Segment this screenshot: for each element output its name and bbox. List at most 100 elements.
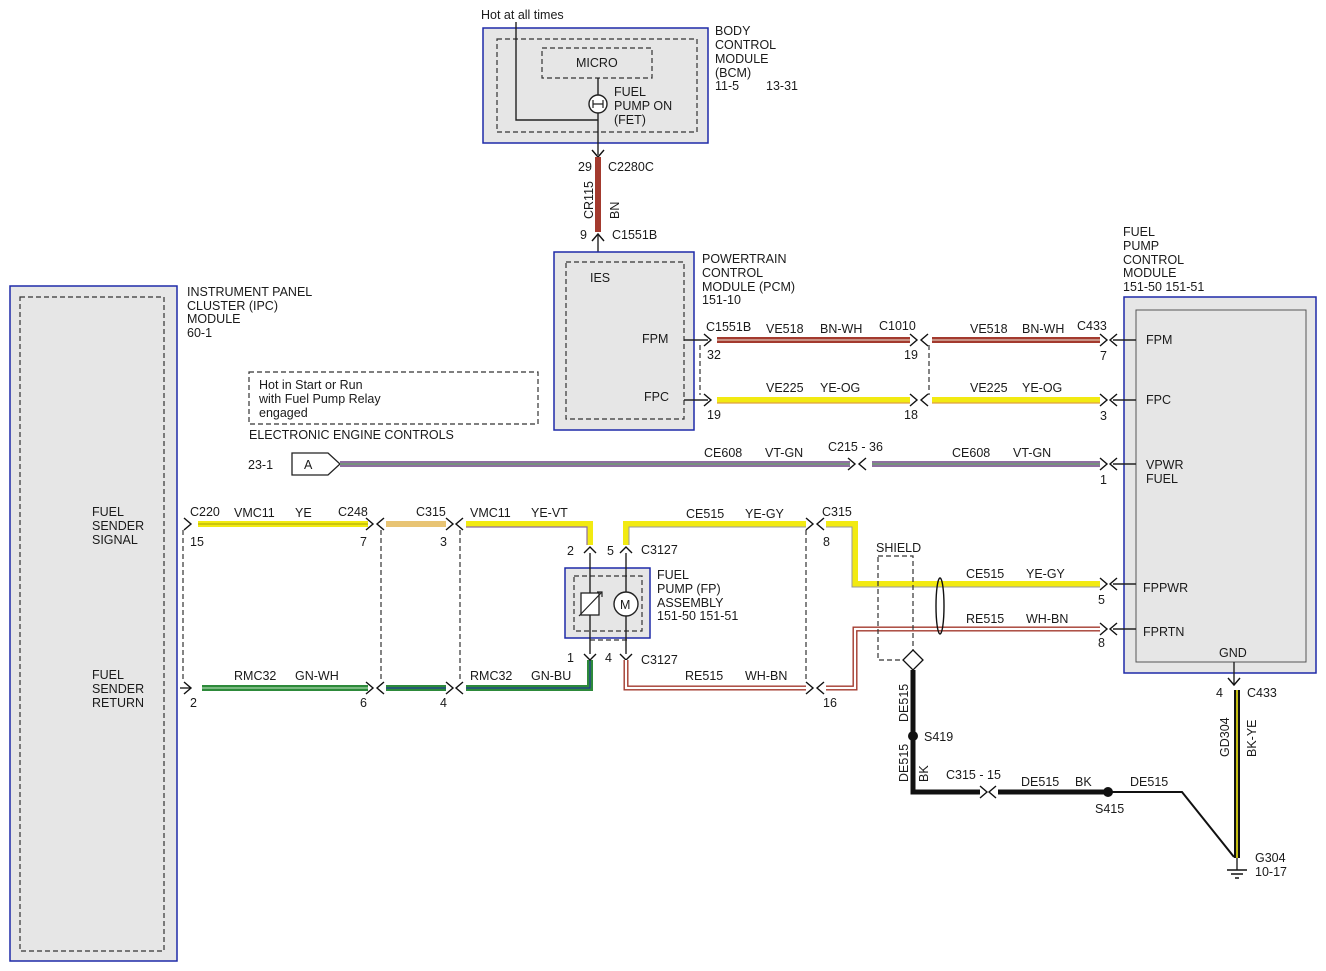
c433-vpwr-connector-icon [1099, 457, 1118, 471]
fpc-pin-18: 18 [904, 408, 918, 422]
c315-sig-connector-icon [445, 517, 464, 531]
fppwr-circuit: CE515 YE-GY C315 8 CE515 YE-GY 5 [619, 505, 1136, 607]
offpage-letter: A [304, 458, 313, 472]
fpm-color1: BN-WH [820, 322, 862, 336]
gnd-pin-4: 4 [1216, 686, 1223, 700]
de515-label-a: DE515 [897, 684, 911, 722]
bcm-name-2: CONTROL [715, 38, 776, 52]
fpcm-pin-fpc: FPC [1146, 393, 1171, 407]
bcm-pin-29: 29 [578, 160, 592, 174]
g304-label: G304 [1255, 851, 1286, 865]
shield-ground: SHIELD DE515 S419 DE515 BK C315 - 15 DE5… [876, 541, 1235, 858]
shield-drain-icon [902, 649, 924, 671]
fppwr-c315: C315 [822, 505, 852, 519]
note-line-1: Hot in Start or Run [259, 378, 363, 392]
sig-c3127: C3127 [641, 543, 678, 557]
ipc-name-2: CLUSTER (IPC) [187, 299, 278, 313]
sig-pin-2: 2 [567, 544, 574, 558]
twisted-pair-icon [935, 577, 945, 635]
vmc11-ye-vt-wire [466, 521, 593, 545]
gnd-circuit: 4 C433 GD304 BK-YE G304 10-17 [1216, 662, 1287, 879]
return-circuit: 2 RMC32 GN-WH 6 4 RMC32 GN-BU 1 4 C3127 [180, 651, 678, 710]
fpcm-pin-fuel: FUEL [1146, 472, 1178, 486]
fppwr-color1: YE-GY [745, 507, 785, 521]
c220-ret-connector-icon [183, 681, 193, 695]
ipc-return-1: FUEL [92, 668, 124, 682]
fprtn-wire1: RE515 [685, 669, 723, 683]
fpcm-pin-fprtn: FPRTN [1143, 625, 1184, 639]
fprtn-pin-8: 8 [1098, 636, 1105, 650]
fprtn-circuit: RE515 WH-BN 16 RE515 WH-BN 8 [619, 612, 1136, 710]
de515-label-d: DE515 [1130, 775, 1168, 789]
c3127-pin4-connector-icon [619, 653, 633, 661]
sig-c220: C220 [190, 505, 220, 519]
cr115-wire-group: 29 C2280C CR115 BN 9 C1551B [578, 149, 657, 262]
s419-label: S419 [924, 730, 953, 744]
fprtn-color2: WH-BN [1026, 612, 1068, 626]
fuel-pump-assembly: M FUEL PUMP (FP) ASSEMBLY 151-50 151-51 [564, 553, 738, 654]
offpage-connector-a [291, 452, 341, 476]
ipc-signal-3: SIGNAL [92, 533, 138, 547]
c433-fpc-connector-icon [1099, 393, 1118, 407]
shield-label: SHIELD [876, 541, 921, 555]
pcm-name-4: 151-10 [702, 293, 741, 307]
sig-pin-5: 5 [607, 544, 614, 558]
vpwr-pin-1: 1 [1100, 473, 1107, 487]
c3127-pin2-connector-icon [583, 546, 597, 554]
de515-to-g304-wire [1108, 791, 1235, 858]
fpc-color2: YE-OG [1022, 381, 1062, 395]
micro-box [541, 47, 653, 79]
ret-wire1: RMC32 [234, 669, 276, 683]
c248-ret-connector-icon [365, 681, 385, 695]
ipc-name-3: MODULE [187, 312, 240, 326]
fpc-pin-3: 3 [1100, 409, 1107, 423]
fpcm-pin-fpm: FPM [1146, 333, 1172, 347]
ret-color3: GN-BU [531, 669, 571, 683]
cr115-label: CR115 [582, 181, 596, 219]
fppwr-color2: YE-GY [1026, 567, 1066, 581]
s415-label: S415 [1095, 802, 1124, 816]
de515-bk-wire [910, 736, 980, 795]
fpcm-name-4: MODULE [1123, 266, 1176, 280]
hot-at-all-times-label: Hot at all times [481, 8, 564, 22]
c433-fpm-connector-icon [1099, 333, 1118, 347]
fpcm-pin-fppwr: FPPWR [1143, 581, 1188, 595]
sig-pin-7: 7 [360, 535, 367, 549]
vpwr-wire1: CE608 [704, 446, 742, 460]
de515-label-b: DE515 [897, 744, 911, 782]
offpage-ref: 23-1 [248, 458, 273, 472]
c1551b-top-label: C1551B [612, 228, 657, 242]
bcm-inner-dash [496, 38, 698, 133]
note-line-2: with Fuel Pump Relay [258, 392, 381, 406]
ipc-signal-2: SENDER [92, 519, 144, 533]
fpm-c433: C433 [1077, 319, 1107, 333]
bk-label-a: BK [917, 765, 931, 782]
fpm-pin-7: 7 [1100, 349, 1107, 363]
ret-pin-2: 2 [190, 696, 197, 710]
fp-name-2: PUMP (FP) [657, 582, 721, 596]
bcm-name-4: (BCM) [715, 66, 751, 80]
pcm-pin-9: 9 [580, 228, 587, 242]
pcm-module: IES FPM FPC POWERTRAIN CONTROL MODULE (P… [553, 251, 795, 431]
pcm-fpc-label: FPC [644, 390, 669, 404]
ipc-module: INSTRUMENT PANEL CLUSTER (IPC) MODULE 60… [9, 285, 312, 962]
c1551b-fpm-connector-icon [703, 333, 713, 347]
ret-pin-6: 6 [360, 696, 367, 710]
pcm-fpm-label: FPM [642, 332, 668, 346]
fpc-wire1: VE225 [766, 381, 804, 395]
pcm-name-1: POWERTRAIN [702, 252, 787, 266]
signal-circuit: C220 15 VMC11 YE C248 7 C315 3 VMC11 YE-… [183, 505, 678, 558]
fpcm-name-1: FUEL [1123, 225, 1155, 239]
fp-name-4: 151-50 151-51 [657, 609, 738, 623]
bn-label: BN [608, 202, 622, 219]
de515-label-c: DE515 [1021, 775, 1059, 789]
sig-color3: YE-VT [531, 506, 568, 520]
sender-variable-arrow-icon [578, 591, 603, 617]
ipc-signal-1: FUEL [92, 505, 124, 519]
fpc-color1: YE-OG [820, 381, 860, 395]
note-box [248, 371, 539, 425]
fpcm-name-3: CONTROL [1123, 253, 1184, 267]
gnd-c433: C433 [1247, 686, 1277, 700]
fp-inner-dash [573, 575, 643, 632]
fet-label-3: (FET) [614, 113, 646, 127]
